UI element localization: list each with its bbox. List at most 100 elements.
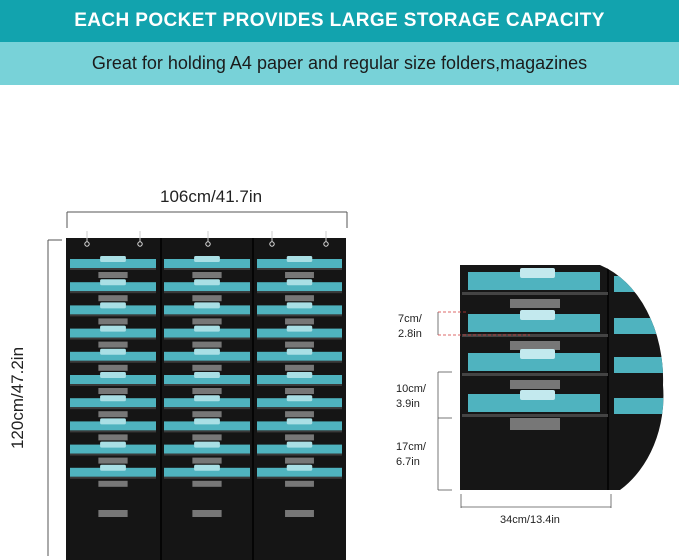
detail-dimensions [437,311,612,508]
label-window [98,411,128,418]
detail-label-window [510,380,560,389]
folder-tab [100,348,126,355]
detail-folder [468,272,600,290]
detail-folder [468,353,600,371]
label-window [192,480,222,487]
folder-tab [100,395,126,402]
detail-folder-tab [520,390,555,400]
label-window [285,457,314,464]
folder [164,375,250,384]
folder [70,259,156,268]
detail-folder [614,357,664,373]
label-window [285,295,314,302]
folder [257,328,342,338]
label-window [192,295,222,302]
label-window [192,434,222,441]
folder-tab [100,372,126,378]
folder [257,259,342,268]
label-window [285,318,314,325]
folder-tab [194,279,220,286]
folder [70,328,156,338]
detail-folder [614,318,664,334]
label-window [285,480,314,487]
folder-tab [100,418,126,425]
folder [164,444,250,454]
folder [257,467,342,477]
label-window [285,411,314,418]
detail-folder [614,398,664,414]
detail-label-window [510,341,560,350]
folder [164,282,250,292]
label-window [98,364,128,371]
label-window [98,272,128,278]
label-window [192,457,222,464]
subheader-banner: Great for holding A4 paper and regular s… [0,42,679,85]
detail-pocket-height-label: 10cm/ 3.9in [396,383,426,410]
main-height-dimension [47,239,62,556]
folder-tab [100,325,126,332]
detail-folder [468,394,600,412]
label-window [192,510,222,517]
folder [70,375,156,384]
main-organizer [66,231,346,560]
detail-organizer [460,265,664,490]
label-window [192,411,222,418]
folder-tab [194,418,220,425]
label-window [192,388,222,394]
label-window [98,510,128,517]
label-window [285,341,314,348]
folder-tab [194,302,220,309]
label-window [192,341,222,348]
folder [164,305,250,315]
folder [164,398,250,408]
detail-folder [468,314,600,332]
main-width-label: 106cm/41.7in [160,187,263,206]
header-subtitle: Great for holding A4 paper and regular s… [91,53,588,73]
main-width-dimension [66,211,348,228]
folder [257,375,342,384]
label-window [285,364,314,371]
folder [70,398,156,408]
folder [70,305,156,315]
header-title: EACH POCKET PROVIDES LARGE STORAGE CAPAC… [74,10,605,31]
label-window [285,388,314,394]
folder [70,444,156,454]
folder-tab [286,441,313,448]
folder-tab [100,256,126,262]
label-window [98,341,128,348]
folder-tab [194,372,220,378]
detail-label-window [510,418,560,427]
folder-tab [286,325,313,332]
label-window [285,272,314,278]
folder [70,467,156,477]
folder [257,305,342,315]
folder-tab [286,372,313,378]
folder-tab [286,256,313,262]
label-window [98,318,128,325]
folder [164,467,250,477]
folder-tab [194,256,220,262]
folder-tab [194,395,220,402]
detail-gap-label: 7cm/ 2.8in [398,313,422,340]
folder [164,328,250,338]
folder-tab [286,418,313,425]
label-window [192,318,222,325]
label-window [192,272,222,278]
label-window [98,434,128,441]
folder [164,259,250,268]
folder-tab [286,302,313,309]
folder-tab [100,441,126,448]
folder-tab [286,348,313,355]
detail-folder-tab [520,349,555,359]
folder-tab [286,464,313,471]
label-window [98,457,128,464]
folder-tab [194,464,220,471]
detail-width-label: 34cm/13.4in [500,514,560,526]
folder [70,421,156,431]
label-window [285,510,314,517]
detail-folder-tab [520,268,555,278]
folder [257,351,342,361]
label-window [98,295,128,302]
folder [257,282,342,292]
folder-tab [194,348,220,355]
